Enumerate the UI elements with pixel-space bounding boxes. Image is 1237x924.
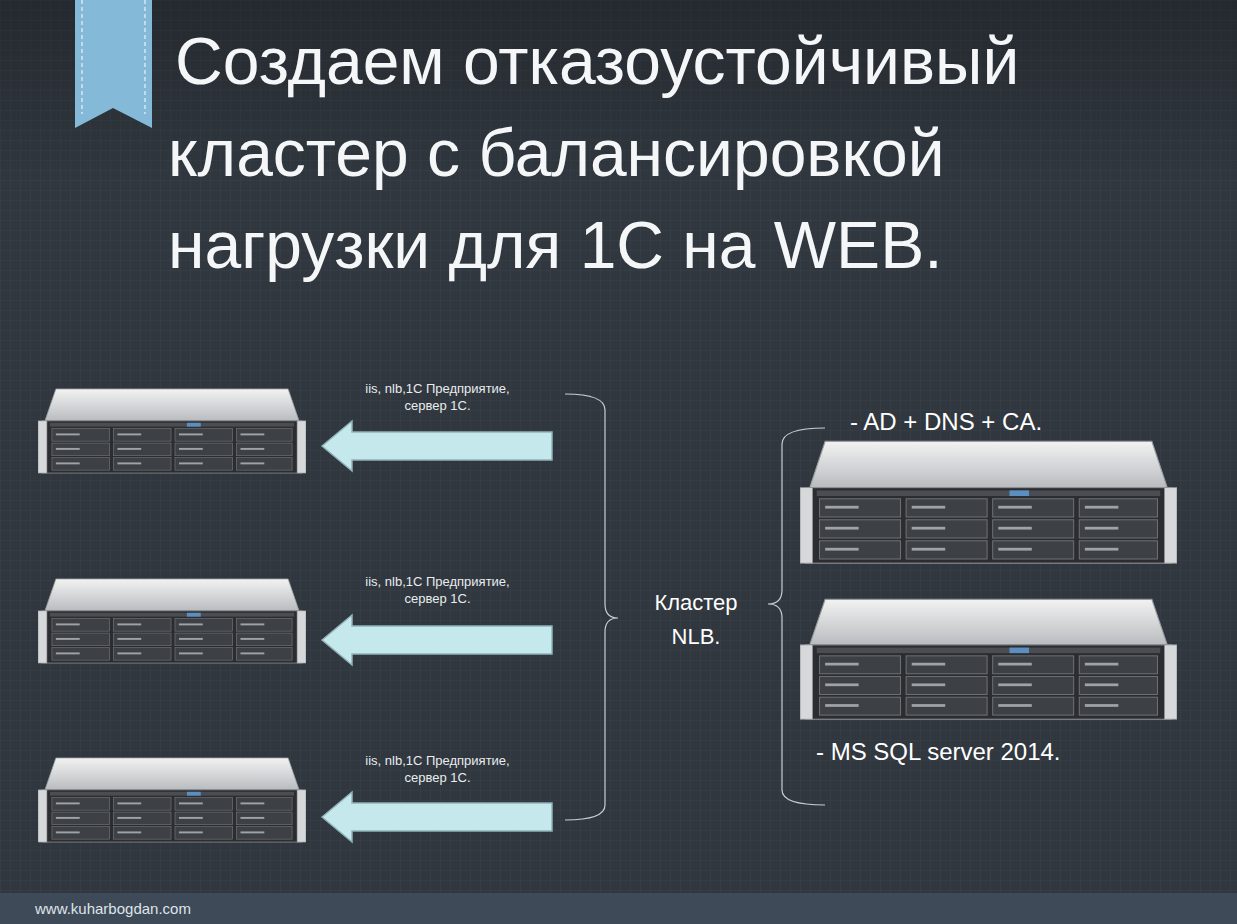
footer-bar <box>0 893 1237 924</box>
server-illustration <box>38 389 306 473</box>
server-illustration <box>38 758 306 842</box>
bracket <box>565 394 618 820</box>
server-role-label: iis, nlb,1С Предприятие, сервер 1С. <box>345 752 530 786</box>
server-illustration <box>38 579 306 663</box>
server-role-label: - AD + DNS + CA. <box>850 406 1180 438</box>
server-illustration <box>800 441 1177 563</box>
watermark-url: www.kuharbogdan.com <box>35 899 335 919</box>
cluster-label: Кластер NLB. <box>632 586 760 654</box>
block-arrow <box>322 615 552 665</box>
server-illustration <box>800 599 1177 719</box>
server-role-label: iis, nlb,1С Предприятие, сервер 1С. <box>345 573 530 607</box>
ribbon-bookmark <box>75 0 152 128</box>
server-role-label: iis, nlb,1С Предприятие, сервер 1С. <box>345 380 530 414</box>
server-role-label: - MS SQL server 2014. <box>816 736 1196 768</box>
arrow-shapes <box>322 421 552 842</box>
slide-title: Создаем отказоустойчивый кластер с балан… <box>168 15 1208 291</box>
block-arrow <box>322 792 552 842</box>
block-arrow <box>322 421 552 471</box>
